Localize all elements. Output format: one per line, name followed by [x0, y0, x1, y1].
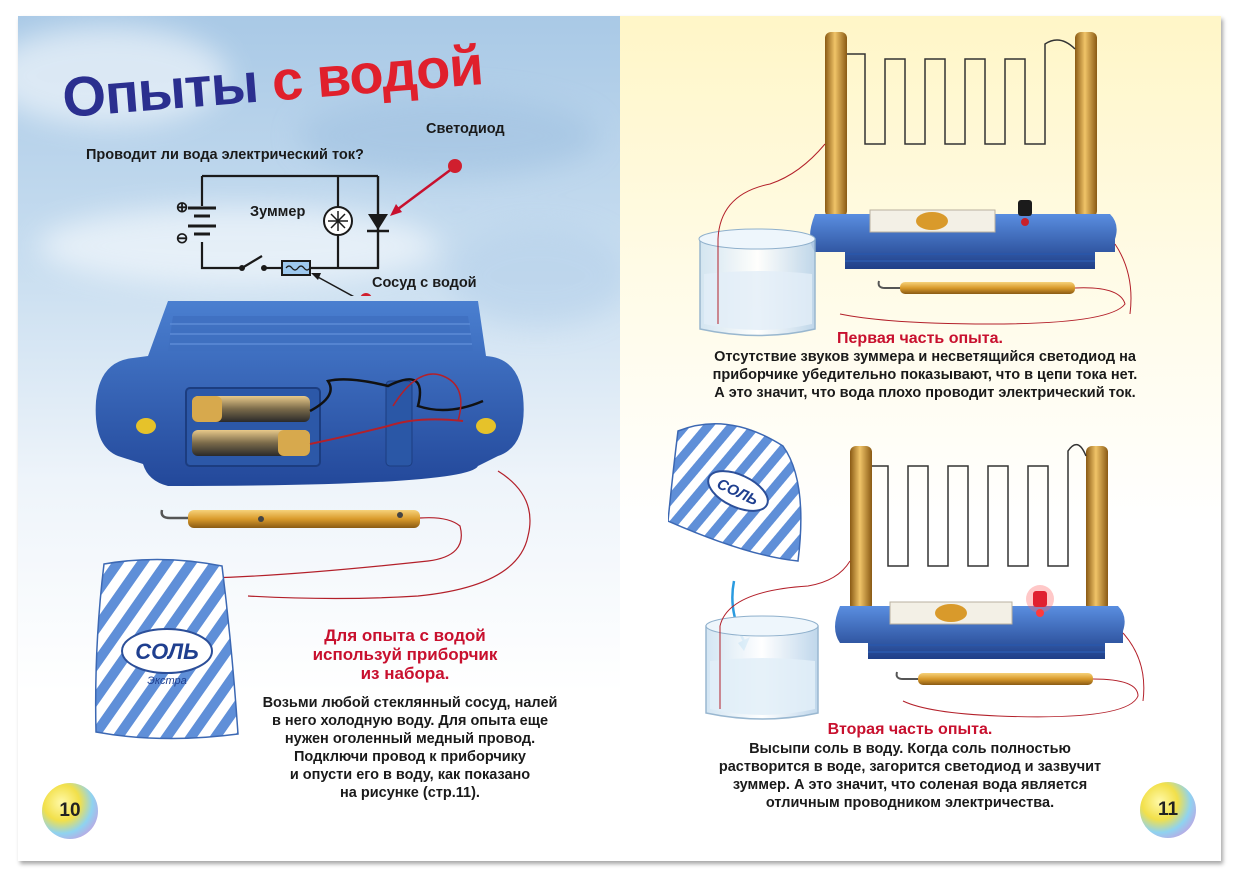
book-spread: Опыты с водой Проводит ли вода электриче…: [18, 16, 1221, 861]
left-body-text: Возьми любой стеклянный сосуд, налей в н…: [240, 694, 580, 802]
left-heading-line: используй приборчик: [312, 645, 498, 664]
left-body-line: на рисунке (стр.11).: [340, 785, 480, 801]
part1-body-text: Отсутствие звуков зуммера и несветящийся…: [640, 348, 1210, 402]
right-page: Первая часть опыта. Отсутствие звуков зу…: [620, 16, 1221, 861]
buzzer-symbol: [323, 206, 353, 236]
experiment-1-illustration: [698, 32, 1132, 337]
part1-body-line: А это значит, что вода плохо проводит эл…: [714, 385, 1136, 401]
part2-body-line: отличным проводником электричества.: [765, 795, 1055, 811]
page-number-right: 11: [1140, 782, 1196, 838]
part1-heading: Первая часть опыта.: [837, 330, 1003, 347]
question-text: Проводит ли вода электрический ток?: [86, 147, 364, 163]
part2-body-line: зуммер. А это значит, что соленая вода я…: [732, 777, 1088, 793]
experiment-2-illustration: СОЛЬ: [668, 422, 1145, 720]
circuit-diagram: ⊕ ⊖: [176, 159, 462, 296]
part2-body-text: Высыпи соль в воду. Когда соль полностью…: [660, 740, 1160, 812]
left-body-line: и опусти его в воду, как показано: [289, 767, 531, 783]
page-number-left: 10: [42, 783, 98, 839]
left-heading-line: Для опыта с водой: [324, 626, 486, 645]
left-page: Опыты с водой Проводит ли вода электриче…: [18, 16, 620, 861]
title-word-2: с водой: [269, 33, 485, 113]
left-body-line: Возьми любой стеклянный сосуд, налей: [262, 695, 558, 711]
left-heading-line: из набора.: [360, 664, 450, 683]
plus-sign: ⊕: [176, 199, 189, 216]
part1-body-line: Отсутствие звуков зуммера и несветящийся…: [714, 349, 1136, 365]
minus-sign: ⊖: [176, 230, 189, 247]
device-open-illustration: [95, 301, 531, 600]
part2-body-line: Высыпи соль в воду. Когда соль полностью: [749, 741, 1071, 757]
part2-heading: Вторая часть опыта.: [827, 721, 993, 738]
part1-body-line: приборчике убедительно показывают, что в…: [712, 367, 1138, 383]
left-body-line: Подключи провод к приборчику: [294, 749, 526, 765]
left-body-line: нужен оголенный медный провод.: [284, 731, 536, 747]
svg-text:⊕: ⊕: [176, 199, 189, 216]
part2-body-line: растворится в воде, загорится светодиод …: [718, 759, 1102, 775]
salt-bag-brand: СОЛЬ: [135, 639, 198, 664]
svg-text:⊖: ⊖: [176, 230, 189, 247]
left-body-line: в него холодную воду. Для опыта еще: [271, 713, 549, 729]
label-vessel: Сосуд с водой: [372, 275, 477, 291]
left-heading: Для опыта с водой используй приборчик из…: [280, 626, 530, 683]
salt-bag-illustration: СОЛЬ Экстра: [94, 558, 239, 740]
salt-bag-subtitle: Экстра: [147, 675, 186, 687]
label-led: Светодиод: [426, 121, 505, 137]
label-buzzer: Зуммер: [250, 204, 306, 220]
led-symbol: [367, 214, 389, 233]
